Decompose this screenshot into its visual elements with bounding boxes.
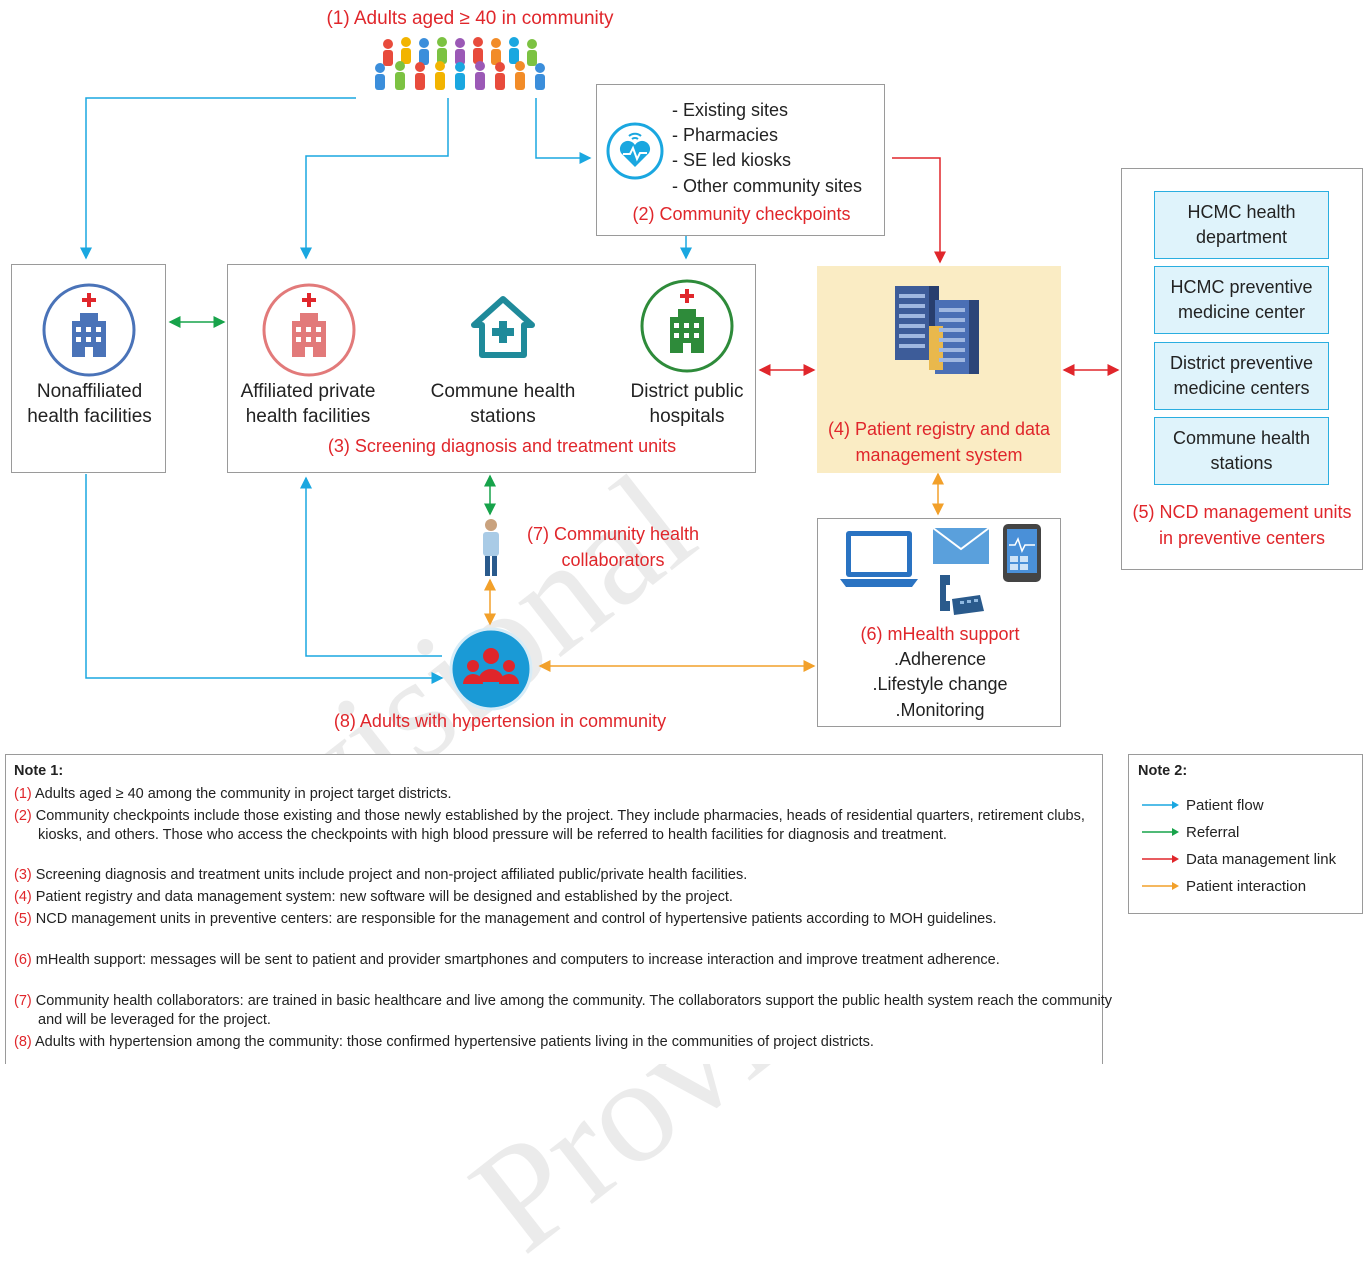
mhealth-item: .Lifestyle change <box>872 674 1008 694</box>
affiliated-label: Affiliated private health facilities <box>240 381 376 427</box>
screening-units-box: Affiliated private health facilities Com… <box>227 264 756 473</box>
nonaffiliated-label: Nonaffiliated health facilities <box>27 381 152 427</box>
legend-patient-interaction: Patient interaction <box>1140 875 1306 897</box>
mhealth-box: (6) mHealth support .Adherence .Lifestyl… <box>817 518 1061 727</box>
legend-swatch <box>1142 801 1179 809</box>
ncd-unit: District preventive medicine centers <box>1154 342 1329 410</box>
legend-patient-flow: Patient flow <box>1140 794 1264 816</box>
mhealth-item: .Monitoring <box>895 700 985 720</box>
legend-data-link: Data management link <box>1140 848 1336 870</box>
legend-referral: Referral <box>1140 821 1239 843</box>
public-hospital-icon <box>640 279 734 373</box>
legend-swatch <box>1142 828 1179 836</box>
screening-units-label: (3) Screening diagnosis and treatment un… <box>327 436 677 456</box>
server-icon <box>895 286 979 374</box>
ncd-unit: Commune health stations <box>1154 417 1329 485</box>
ncd-unit: HCMC health department <box>1154 191 1329 259</box>
note1-item: (7) Community health collaborators: are … <box>14 993 1113 1028</box>
note1-item: (2) Community checkpoints include those … <box>14 808 1085 843</box>
flow-patients-to-affiliated <box>300 476 442 657</box>
ncd-units-label: (5) NCD management units in preventive c… <box>1132 502 1352 548</box>
note2-legend: Note 2: <box>1128 754 1363 914</box>
health-station-icon <box>471 296 535 358</box>
flow-to-checkpoints <box>535 98 592 164</box>
private-hospital-icon <box>262 283 356 377</box>
health-worker-icon <box>483 519 499 576</box>
telephone-icon <box>940 575 984 615</box>
hospital-icon <box>42 283 136 377</box>
people-crowd-icon <box>375 37 545 90</box>
checkpoint-item: - Other community sites <box>672 176 863 196</box>
mhealth-item: .Adherence <box>893 649 987 669</box>
flow-to-affiliated <box>300 98 449 260</box>
district-label: District public hospitals <box>630 381 744 427</box>
checkpoint-item: - Existing sites <box>672 100 789 120</box>
note1-item: (1) Adults aged ≥ 40 among the community… <box>14 786 452 802</box>
tablet-icon <box>1003 524 1041 582</box>
hypertension-label: (8) Adults with hypertension in communit… <box>333 711 667 731</box>
flow-to-nonaffiliated <box>80 97 356 260</box>
note1-item: (3) Screening diagnosis and treatment un… <box>14 867 748 883</box>
note1-item: (6) mHealth support: messages will be se… <box>14 952 1000 968</box>
note1-item: (5) NCD management units in preventive c… <box>14 911 997 927</box>
collaborators-label: (7) Community health collaborators <box>526 524 700 570</box>
legend-label: Patient flow <box>1186 796 1264 814</box>
ncd-unit: HCMC preventive medicine center <box>1154 266 1329 334</box>
patient-group-icon <box>449 627 533 711</box>
legend-swatch <box>1142 855 1179 863</box>
laptop-icon <box>840 531 918 587</box>
registry-box: (4) Patient registry and data management… <box>817 266 1061 473</box>
registry-label: (4) Patient registry and data management… <box>827 419 1051 465</box>
note1-item: (4) Patient registry and data management… <box>14 889 733 905</box>
checkpoint-item: - SE led kiosks <box>672 150 792 170</box>
note1-box: Note 1: (1) Adults aged ≥ 40 among the c… <box>5 754 1112 1064</box>
community-checkpoints-box: - Existing sites - Pharmacies - SE led k… <box>596 84 885 236</box>
data-checkpoint-to-registry <box>892 157 946 264</box>
note2-title: Note 2: <box>1138 763 1188 779</box>
flow-nonaffiliated-to-patients <box>85 474 444 684</box>
community-adults-label: (1) Adults aged ≥ 40 in community <box>326 8 614 29</box>
flow-arrows <box>80 97 1120 684</box>
legend-label: Data management link <box>1186 850 1337 868</box>
legend-swatch <box>1142 882 1179 890</box>
checkpoints-label: (2) Community checkpoints <box>632 204 851 224</box>
note1-title: Note 1: <box>14 763 64 779</box>
legend-label: Referral <box>1186 823 1240 841</box>
checkpoint-item: - Pharmacies <box>672 125 779 145</box>
legend-label: Patient interaction <box>1186 877 1307 895</box>
nonaffiliated-facilities-box: Nonaffiliated health facilities <box>11 264 166 473</box>
heart-wifi-icon <box>606 122 664 180</box>
commune-label: Commune health stations <box>430 381 576 427</box>
note1-item: (8) Adults with hypertension among the c… <box>14 1034 874 1050</box>
email-icon <box>932 527 990 564</box>
mhealth-label: (6) mHealth support <box>860 624 1020 644</box>
